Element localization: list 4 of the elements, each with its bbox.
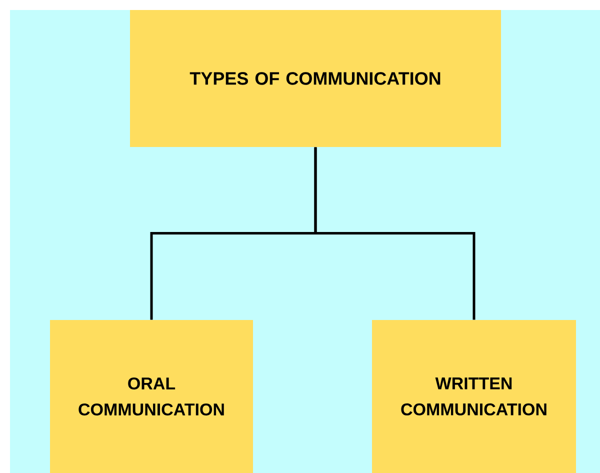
box: WRITTEN COMMUNICATION [372, 320, 576, 473]
connector [314, 147, 476, 320]
box: ORAL COMMUNICATION [50, 320, 253, 473]
box: TYPES OF COMMUNICATION [130, 10, 501, 147]
